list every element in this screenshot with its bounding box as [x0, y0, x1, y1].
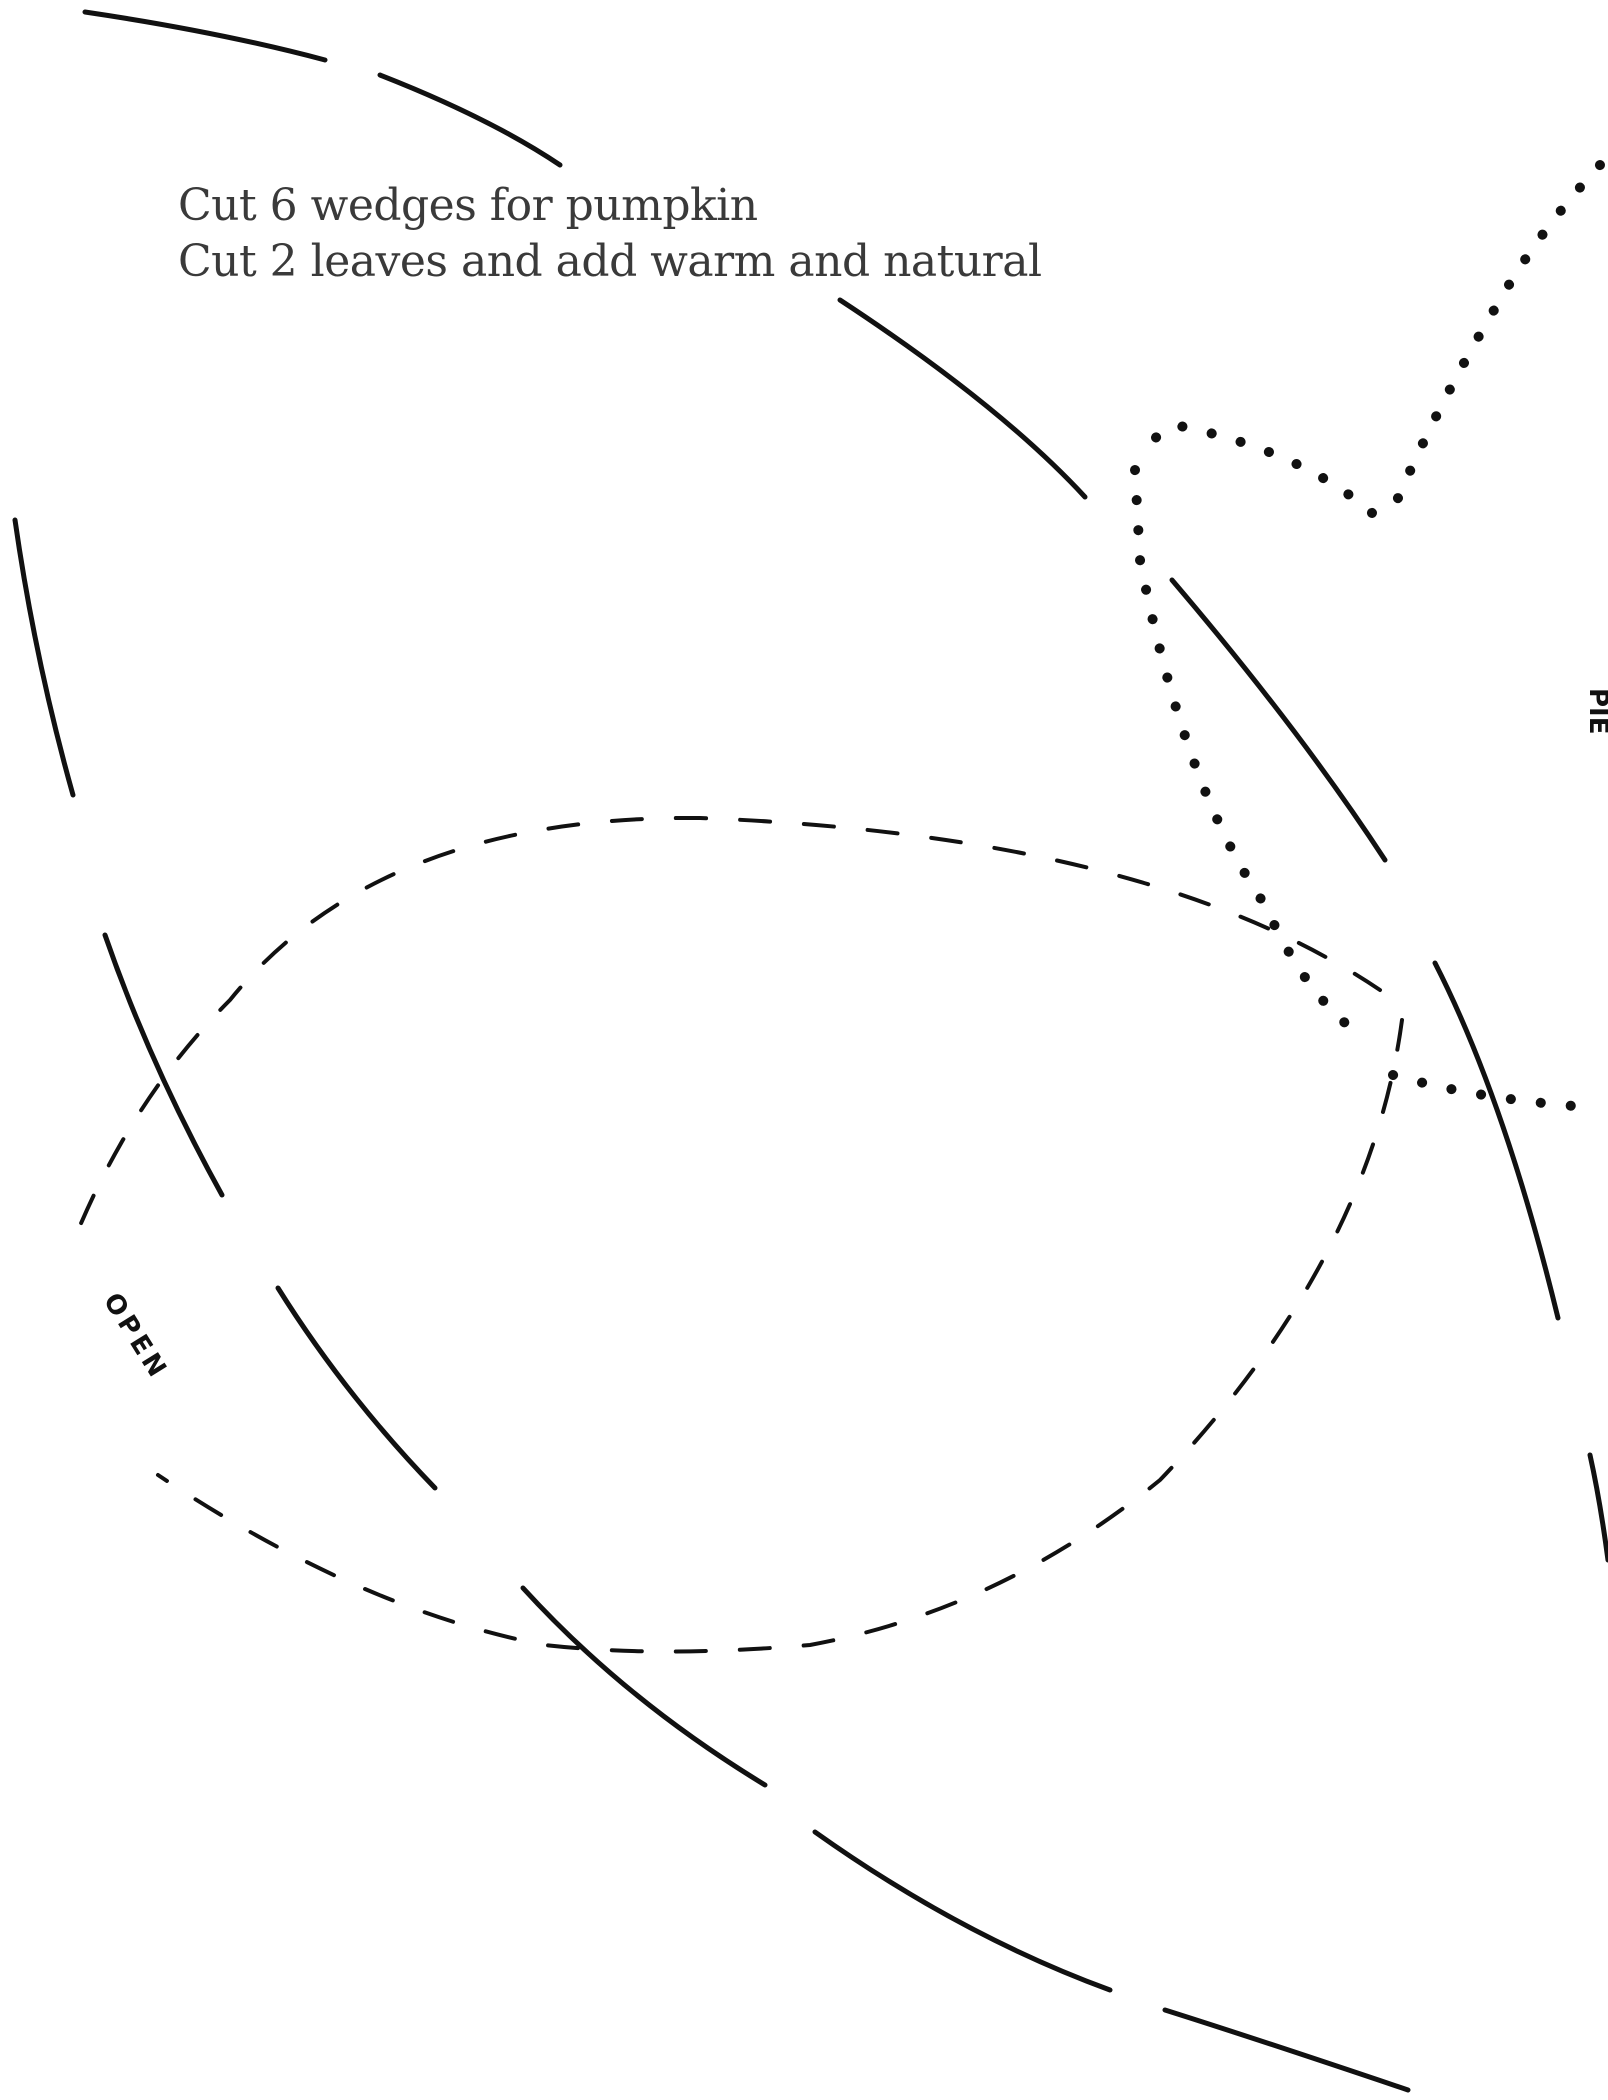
leaf-bottom-edge — [156, 1018, 1404, 1654]
wedge-segment-12 — [1162, 2007, 1411, 2093]
stem-outline — [1130, 160, 1605, 1113]
open-label: OPEN — [97, 1288, 174, 1386]
stem-bottom-edge — [1388, 1070, 1605, 1113]
stem-left-edge — [1130, 465, 1365, 1040]
wedge-segment-4 — [1169, 577, 1388, 863]
wedge-segment-11 — [812, 1829, 1113, 1993]
instruction-line-2: Cut 2 leaves and add warm and natural — [178, 236, 1042, 287]
wedge-segment-7 — [12, 517, 76, 798]
wedge-segment-9 — [275, 1285, 438, 1491]
wedge-segment-6 — [1587, 1452, 1608, 1563]
wedge-segment-3 — [837, 297, 1088, 500]
side-label-fragment: PIE — [1583, 688, 1608, 735]
stem-right-edge — [1390, 160, 1605, 510]
instruction-line-1: Cut 6 wedges for pumpkin — [178, 180, 758, 231]
wedge-segment-1 — [82, 9, 328, 63]
instructions: Cut 6 wedges for pumpkin Cut 2 leaves an… — [178, 178, 1042, 290]
stem-top-edge — [1135, 419, 1377, 518]
wedge-segment-8 — [102, 932, 225, 1198]
pumpkin-wedge-outline — [12, 9, 1608, 2093]
wedge-segment-10 — [520, 1585, 768, 1788]
wedge-segment-5 — [1432, 960, 1561, 1321]
leaf-top-edge — [70, 815, 1382, 1247]
leaf-outline — [70, 815, 1404, 1654]
wedge-segment-2 — [377, 72, 563, 168]
